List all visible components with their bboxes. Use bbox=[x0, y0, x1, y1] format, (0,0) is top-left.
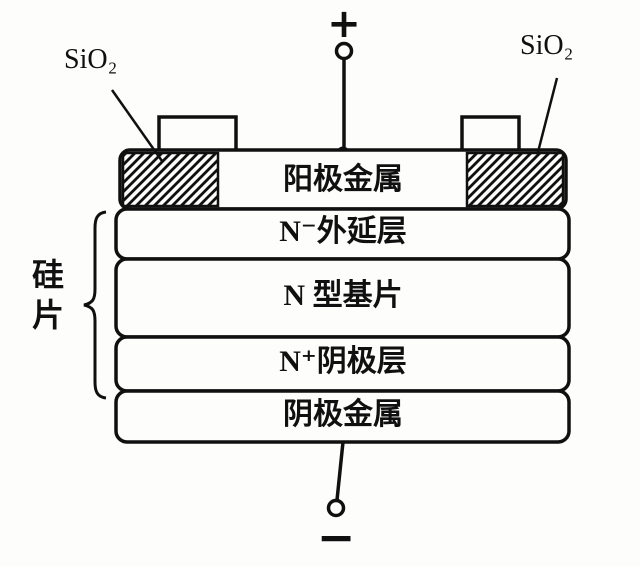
metal-step-left-outline bbox=[157, 115, 238, 151]
n-type-substrate-label: N 型基片 bbox=[283, 279, 403, 312]
silicon-wafer-label: 硅片 bbox=[28, 258, 64, 338]
sio2-left-pointer-line bbox=[110, 89, 164, 162]
n-minus-epitaxial-label: N⁻外延层 bbox=[279, 215, 407, 248]
cathode-metal-label: 阴极金属 bbox=[283, 398, 403, 431]
sio2-left-hatch-block bbox=[121, 151, 220, 208]
negative-terminal-circle bbox=[326, 498, 346, 518]
sio2-right-label: SiO₂ bbox=[520, 30, 574, 61]
positive-terminal-circle bbox=[334, 41, 354, 61]
negative-terminal-label: − bbox=[316, 510, 356, 564]
n-plus-cathode-label: N⁺阴极层 bbox=[279, 345, 407, 378]
sio2-right-hatch-block bbox=[465, 151, 565, 208]
sio2-right-pointer-line bbox=[536, 77, 559, 153]
cathode-lead-wire bbox=[335, 441, 345, 501]
positive-terminal-label: + bbox=[327, 1, 361, 47]
sio2-left-label: SiO₂ bbox=[64, 44, 118, 75]
anode-metal-label: 阳极金属 bbox=[283, 163, 403, 196]
silicon-wafer-brace bbox=[83, 210, 107, 400]
metal-step-right-outline bbox=[460, 115, 521, 151]
